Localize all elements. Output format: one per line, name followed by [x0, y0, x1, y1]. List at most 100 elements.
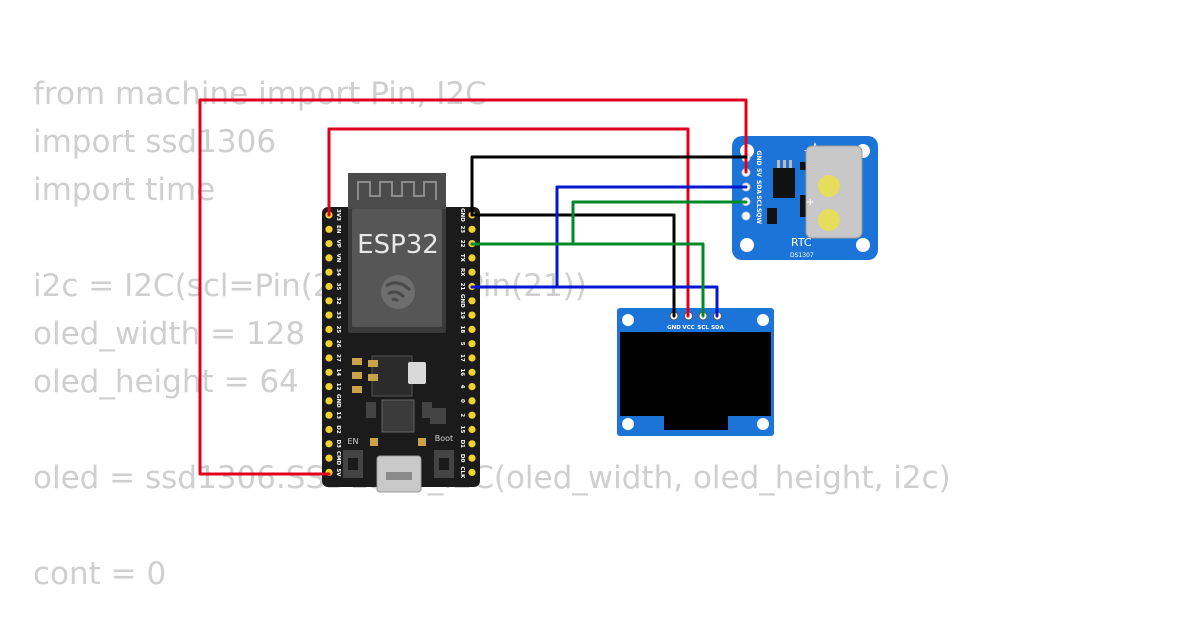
rtc-pin-label: SDA [755, 180, 762, 194]
code-line: oled_height = 64 [33, 364, 299, 400]
esp32-left-header: 3V3ENVPVN343532332526271412GND13D2D3CMD5… [325, 209, 341, 477]
rtc-pin-label: 5V [755, 168, 762, 177]
wire-sda-oled[interactable] [470, 285, 719, 318]
esp32-pin-label: D3 [335, 440, 341, 449]
esp32-pin-label: 13 [335, 411, 341, 419]
esp32-pin[interactable] [468, 340, 476, 348]
oled-pin-label: SDA [711, 325, 725, 331]
en-label: EN [347, 437, 358, 446]
esp32-board[interactable]: ESP32 EN Boot 3V3ENVPVN34353233252627141… [322, 173, 480, 493]
esp32-pin-label: VP [335, 239, 341, 247]
esp32-pin[interactable] [325, 225, 333, 233]
esp32-pin-label: CLK [459, 466, 465, 479]
esp32-pin[interactable] [468, 354, 476, 362]
esp32-pin-label: GND [335, 394, 341, 408]
esp32-pin-label: 19 [459, 311, 465, 319]
esp32-pin[interactable] [325, 383, 333, 391]
esp32-pin[interactable] [468, 325, 476, 333]
esp32-pin-label: D1 [459, 440, 465, 449]
wire-scl-oled[interactable] [470, 242, 705, 318]
esp32-pin[interactable] [468, 397, 476, 405]
ds1307-chip [773, 168, 795, 198]
rtc-pin-label: GND [755, 151, 762, 166]
esp32-pin[interactable] [468, 411, 476, 419]
boot-button[interactable] [434, 450, 454, 478]
wire-5v-rtc[interactable] [198, 98, 748, 476]
wire-gnd-oled[interactable] [470, 213, 676, 318]
rtc-model: DS1307 [790, 252, 814, 259]
code-line: from machine import Pin, I2C [33, 76, 487, 112]
rtc-pin-label: SQW [755, 208, 762, 224]
esp32-pin-label: D0 [459, 454, 465, 463]
espressif-logo-icon [381, 275, 415, 309]
esp32-pin[interactable] [325, 397, 333, 405]
rtc-title: RTC [791, 236, 812, 249]
esp32-pin[interactable] [468, 383, 476, 391]
esp32-pin-label: 14 [335, 368, 341, 376]
esp32-pin-label: 35 [335, 283, 341, 291]
esp32-pin[interactable] [468, 425, 476, 434]
esp32-pin[interactable] [468, 454, 476, 462]
code-line: oled_width = 128 [33, 316, 306, 352]
esp32-pin-label: CMD [335, 451, 341, 466]
wire-gnd-rtc[interactable] [470, 155, 748, 217]
en-button[interactable] [343, 450, 363, 478]
esp32-pin[interactable] [325, 268, 333, 276]
esp32-pin-label: RX [459, 268, 465, 277]
esp32-pin[interactable] [468, 254, 476, 262]
esp32-pin[interactable] [325, 440, 333, 448]
esp32-pin[interactable] [325, 340, 333, 348]
esp32-pin-label: 18 [459, 326, 465, 334]
esp32-pin-label: 2 [459, 413, 465, 417]
esp32-pin-label: GND [459, 208, 465, 222]
esp32-pin[interactable] [325, 368, 333, 376]
esp32-pin-label: VN [335, 253, 341, 262]
esp32-pin[interactable] [325, 325, 333, 333]
esp32-pin[interactable] [468, 468, 476, 476]
esp32-pin[interactable] [468, 368, 476, 376]
wires [198, 98, 748, 476]
oled-pin-label: VCC [682, 325, 694, 331]
code-line: import time [33, 172, 216, 208]
svg-text:+: + [806, 197, 814, 208]
esp32-pin[interactable] [325, 454, 333, 462]
esp32-pin-label: 4 [459, 385, 465, 389]
esp32-pin[interactable] [325, 411, 333, 419]
esp32-pin-label: EN [335, 225, 341, 234]
esp32-pin-label: GND [459, 294, 465, 308]
antenna-trace [357, 181, 437, 200]
rtc-pin[interactable] [741, 211, 751, 221]
esp32-pin[interactable] [468, 440, 476, 448]
esp32-pin[interactable] [325, 425, 333, 434]
esp32-pin-label: TX [459, 254, 465, 263]
esp32-pin[interactable] [468, 311, 476, 319]
esp32-pin[interactable] [325, 240, 333, 248]
esp32-pin-label: 34 [335, 268, 341, 276]
esp32-pin[interactable] [325, 297, 333, 305]
boot-label: Boot [435, 434, 453, 443]
usb-uart-chip [381, 399, 415, 433]
esp32-chip-label: ESP32 [357, 230, 439, 260]
esp32-pin[interactable] [325, 282, 333, 291]
esp32-pin-label: 5 [459, 342, 465, 346]
esp32-pin[interactable] [325, 254, 333, 262]
esp32-pin[interactable] [325, 354, 333, 362]
oled-pin-label: GND [667, 325, 681, 331]
oled-pin-label: SCL [697, 325, 709, 331]
wire-3v3-oled[interactable] [327, 127, 690, 318]
wire-scl-rtc[interactable] [470, 200, 748, 246]
esp32-pin-label: 12 [335, 383, 341, 391]
code-line: import ssd1306 [33, 124, 277, 160]
rtc-pin-label: SCL [755, 195, 762, 208]
esp32-pin[interactable] [468, 297, 476, 305]
esp32-pin-label: 16 [459, 368, 465, 376]
esp32-pin[interactable] [325, 311, 333, 319]
esp32-pin-label: 23 [459, 225, 465, 233]
esp32-pin[interactable] [468, 268, 476, 276]
esp32-pin-label: 21 [459, 283, 465, 291]
esp32-pin[interactable] [468, 225, 476, 233]
code-line: cont = 0 [33, 556, 167, 592]
